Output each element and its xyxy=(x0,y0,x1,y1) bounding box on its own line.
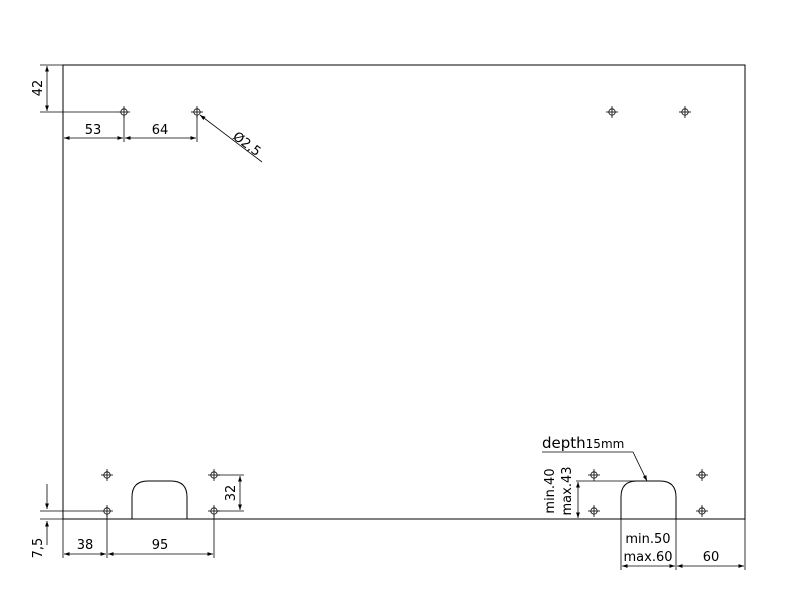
hole-marker xyxy=(588,505,600,517)
hole-marker xyxy=(606,106,618,118)
handle-cutout-left xyxy=(131,480,188,519)
dim-text-7-5: 7,5 xyxy=(31,538,46,559)
handle-cutout-right xyxy=(620,480,677,519)
dim-text-min-40: min.40 xyxy=(543,468,558,513)
dim-text-42: 42 xyxy=(31,80,46,97)
hole-marker xyxy=(696,469,708,481)
dimension-bottom-holes: 38 95 xyxy=(62,515,215,558)
dim-text-53: 53 xyxy=(85,123,102,138)
dim-text-max-60: max.60 xyxy=(624,550,673,565)
hole-marker xyxy=(588,469,600,481)
depth-note: depth15mm xyxy=(542,434,648,482)
dimension-hole-offsets: 53 64 xyxy=(63,116,198,142)
dim-text-38: 38 xyxy=(77,538,94,553)
panel-outline xyxy=(62,64,746,520)
depth-label: depth15mm xyxy=(542,434,624,452)
hole-marker xyxy=(696,505,708,517)
dim-text-64: 64 xyxy=(152,123,169,138)
hole-marker xyxy=(679,106,691,118)
dimension-handle-width: min.50 max.60 60 xyxy=(620,519,746,570)
dim-text-diameter: Ø2,5 xyxy=(230,129,264,160)
dimension-bottom-offset: 7,5 xyxy=(31,484,101,558)
dimension-top-offset: 42 xyxy=(31,64,118,113)
hole-marker xyxy=(101,469,113,481)
dimension-hole-diameter: Ø2,5 xyxy=(199,114,264,163)
dim-text-min-50: min.50 xyxy=(625,532,670,547)
dim-text-max-43: max.43 xyxy=(560,467,575,516)
dim-text-60: 60 xyxy=(703,550,720,565)
dim-text-95: 95 xyxy=(152,538,169,553)
dim-text-32: 32 xyxy=(224,485,239,502)
dimension-handle-height: min.40 max.43 xyxy=(543,467,637,518)
dimension-bottom-hole-height: 32 xyxy=(218,474,244,512)
